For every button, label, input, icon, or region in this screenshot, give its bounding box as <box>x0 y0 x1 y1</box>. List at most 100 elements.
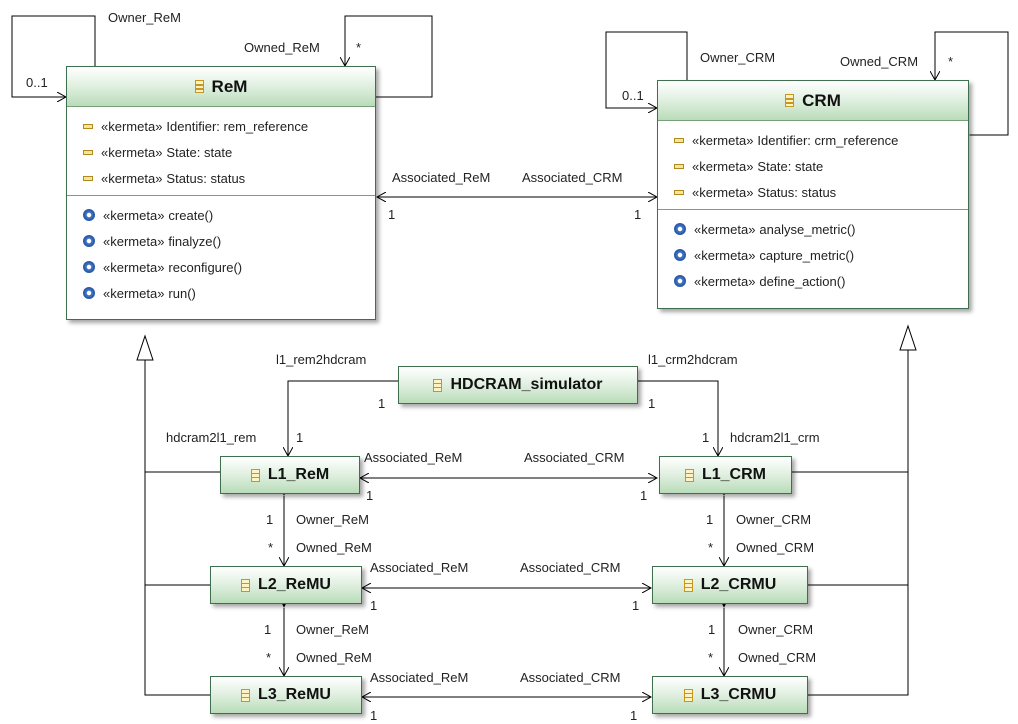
class-l3-remu[interactable]: L3_ReMU <box>210 676 362 714</box>
attribute-row[interactable]: «kermeta»Status: status <box>674 179 968 205</box>
class-hdcram-header[interactable]: HDCRAM_simulator <box>399 367 637 403</box>
mult-one-hdcram-right: 1 <box>648 396 656 411</box>
mult-one-l2-right: 1 <box>632 598 640 613</box>
role-owned-rem-l2: Owned_ReM <box>296 650 372 665</box>
class-rem-name: ReM <box>211 76 248 96</box>
role-associated-crm-top: Associated_CRM <box>522 170 623 185</box>
class-l1-crm[interactable]: L1_CRM <box>659 456 792 494</box>
class-icon <box>433 378 443 392</box>
operation-row[interactable]: «kermeta»define_action() <box>674 268 968 294</box>
role-owned-crm-top: Owned_CRM <box>840 54 919 69</box>
mult-many-owned-crm-l1: * <box>708 540 714 555</box>
operation-row[interactable]: «kermeta»create() <box>83 202 375 228</box>
mult-zero-one-crm: 0..1 <box>622 88 644 103</box>
mult-one-hdcram2l1-crm: 1 <box>702 430 710 445</box>
attribute-row[interactable]: «kermeta»State: state <box>674 153 968 179</box>
operation-row[interactable]: «kermeta»analyse_metric() <box>674 216 968 242</box>
operation-row[interactable]: «kermeta»finalyze() <box>83 228 375 254</box>
operation-row[interactable]: «kermeta»run() <box>83 280 375 306</box>
class-rem-header[interactable]: ReM <box>67 67 375 107</box>
class-l3-crmu[interactable]: L3_CRMU <box>652 676 808 714</box>
attribute-text: Identifier: crm_reference <box>757 132 899 148</box>
mult-one-l1-left: 1 <box>366 488 374 503</box>
class-icon <box>683 578 693 592</box>
class-rem-operations: «kermeta»create() «kermeta»finalyze() «k… <box>67 195 375 310</box>
crm-self-composition <box>605 31 687 108</box>
operation-row[interactable]: «kermeta»capture_metric() <box>674 242 968 268</box>
attribute-text: Status: status <box>166 170 246 186</box>
mult-one-crm-top: 1 <box>634 207 642 222</box>
attribute-row[interactable]: «kermeta»Identifier: rem_reference <box>83 113 375 139</box>
attribute-row[interactable]: «kermeta»State: state <box>83 139 375 165</box>
mult-one-l2-left: 1 <box>370 598 378 613</box>
class-l1-crm-header[interactable]: L1_CRM <box>660 457 791 493</box>
class-icon <box>241 578 251 592</box>
attribute-text: State: state <box>757 158 824 174</box>
operation-text: define_action() <box>759 273 846 289</box>
class-l1-rem-name: L1_ReM <box>267 466 330 483</box>
class-l3-crmu-name: L3_CRMU <box>700 686 777 703</box>
hdcram-to-l1-crm <box>638 381 718 456</box>
stereotype: «kermeta» <box>103 285 165 301</box>
class-hdcram-name: HDCRAM_simulator <box>450 376 603 393</box>
stereotype: «kermeta» <box>692 132 754 148</box>
role-associated-rem-l1: Associated_ReM <box>364 450 463 465</box>
role-associated-rem-top: Associated_ReM <box>392 170 491 185</box>
stereotype: «kermeta» <box>103 207 165 223</box>
mult-one-hdcram-left: 1 <box>378 396 386 411</box>
class-hdcram-simulator[interactable]: HDCRAM_simulator <box>398 366 638 404</box>
role-owned-crm-l1: Owned_CRM <box>736 540 815 555</box>
class-icon <box>241 688 251 702</box>
attribute-icon <box>83 123 93 129</box>
attribute-icon <box>674 189 684 195</box>
mult-one-owner-rem-l2: 1 <box>264 622 272 637</box>
role-hdcram2l1-rem: hdcram2l1_rem <box>166 430 257 445</box>
class-rem-attributes: «kermeta»Identifier: rem_reference «kerm… <box>67 107 375 195</box>
operation-gear-icon <box>674 275 686 287</box>
class-l3-remu-header[interactable]: L3_ReMU <box>211 677 361 713</box>
rem-generalization-line <box>144 360 220 696</box>
attribute-row[interactable]: «kermeta»Identifier: crm_reference <box>674 127 968 153</box>
class-crm-attributes: «kermeta»Identifier: crm_reference «kerm… <box>658 121 968 209</box>
mult-one-l1-right: 1 <box>640 488 648 503</box>
role-hdcram2l1-crm: hdcram2l1_crm <box>730 430 820 445</box>
class-l2-remu[interactable]: L2_ReMU <box>210 566 362 604</box>
class-crm-operations: «kermeta»analyse_metric() «kermeta»captu… <box>658 209 968 298</box>
attribute-row[interactable]: «kermeta»Status: status <box>83 165 375 191</box>
mult-one-owner-crm-l1: 1 <box>706 512 714 527</box>
stereotype: «kermeta» <box>103 259 165 275</box>
attribute-text: Status: status <box>757 184 837 200</box>
class-l1-rem[interactable]: L1_ReM <box>220 456 360 494</box>
attribute-icon <box>83 175 93 181</box>
class-l1-rem-header[interactable]: L1_ReM <box>221 457 359 493</box>
role-associated-rem-l2: Associated_ReM <box>370 560 469 575</box>
class-l2-crmu[interactable]: L2_CRMU <box>652 566 808 604</box>
role-associated-crm-l2: Associated_CRM <box>520 560 621 575</box>
class-l2-crmu-header[interactable]: L2_CRMU <box>653 567 807 603</box>
role-l1-crm2hdcram: l1_crm2hdcram <box>648 352 738 367</box>
class-l3-crmu-header[interactable]: L3_CRMU <box>653 677 807 713</box>
operation-row[interactable]: «kermeta»reconfigure() <box>83 254 375 280</box>
mult-one-rem-top: 1 <box>388 207 396 222</box>
rem-self-owned <box>345 15 433 97</box>
role-owned-rem-top: Owned_ReM <box>244 40 320 55</box>
attribute-text: State: state <box>166 144 233 160</box>
role-owner-rem-top: Owner_ReM <box>108 10 181 25</box>
role-owner-crm-l2: Owner_CRM <box>738 622 814 637</box>
class-l2-remu-header[interactable]: L2_ReMU <box>211 567 361 603</box>
stereotype: «kermeta» <box>692 158 754 174</box>
stereotype: «kermeta» <box>694 273 756 289</box>
class-crm-header[interactable]: CRM <box>658 81 968 121</box>
stereotype: «kermeta» <box>101 144 163 160</box>
class-crm[interactable]: CRM «kermeta»Identifier: crm_reference «… <box>657 80 969 309</box>
role-l1-rem2hdcram: l1_rem2hdcram <box>276 352 367 367</box>
class-rem[interactable]: ReM «kermeta»Identifier: rem_reference «… <box>66 66 376 320</box>
rem-generalization-arrow <box>136 334 154 361</box>
class-icon <box>683 688 693 702</box>
role-owner-rem-l1: Owner_ReM <box>296 512 369 527</box>
operation-gear-icon <box>83 261 95 273</box>
stereotype: «kermeta» <box>694 247 756 263</box>
crm-generalization-line <box>792 350 909 696</box>
role-owner-rem-l2: Owner_ReM <box>296 622 369 637</box>
